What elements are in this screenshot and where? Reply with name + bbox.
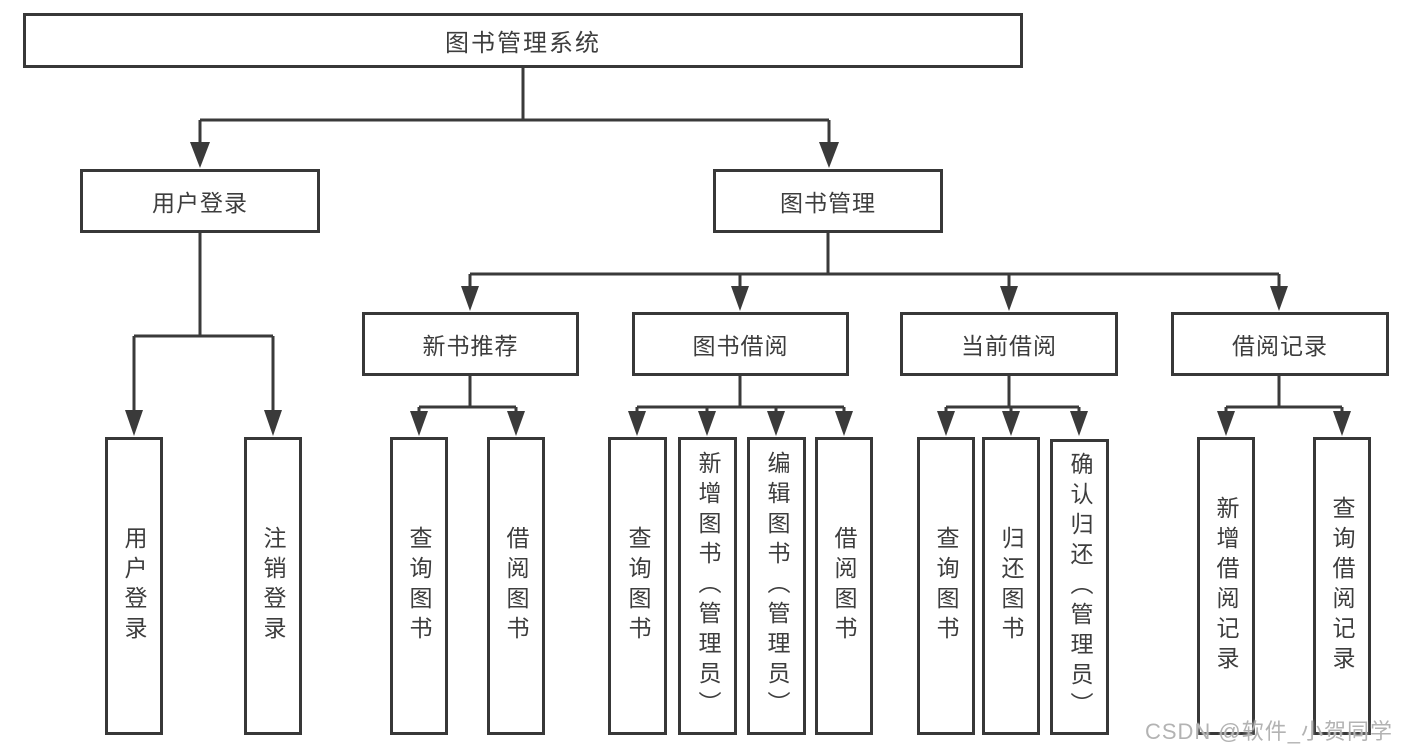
node-bb-add-books-admin: 新增图书（管理员） bbox=[678, 437, 737, 735]
connector-new-book-recommend-children bbox=[410, 376, 525, 436]
node-logout: 注销登录 bbox=[244, 437, 302, 735]
node-user-login-leaf: 用户登录 bbox=[105, 437, 163, 735]
connector-borrowing-records-children bbox=[1217, 376, 1351, 436]
node-new-book-recommend: 新书推荐 bbox=[362, 312, 579, 376]
node-br-add-record: 新增借阅记录 bbox=[1197, 437, 1255, 735]
node-cb-return-books: 归还图书 bbox=[982, 437, 1040, 735]
node-book-management: 图书管理 bbox=[713, 169, 943, 233]
connector-user-login-children bbox=[125, 233, 282, 436]
node-cb-query-books: 查询图书 bbox=[917, 437, 975, 735]
node-borrowing-records: 借阅记录 bbox=[1171, 312, 1389, 376]
node-user-login-branch: 用户登录 bbox=[80, 169, 320, 233]
connector-root-to-branches bbox=[190, 68, 839, 168]
node-bb-query-books: 查询图书 bbox=[608, 437, 667, 735]
connector-book-management-children bbox=[461, 233, 1288, 311]
connector-book-borrowing-children bbox=[628, 376, 853, 436]
connector-current-borrowing-children bbox=[937, 376, 1088, 436]
csdn-watermark: CSDN @软件_小贺同学 bbox=[1144, 719, 1393, 744]
node-current-borrowing: 当前借阅 bbox=[900, 312, 1118, 376]
node-nbr-borrow-books: 借阅图书 bbox=[487, 437, 545, 735]
node-br-query-record: 查询借阅记录 bbox=[1313, 437, 1371, 735]
node-nbr-query-books: 查询图书 bbox=[390, 437, 448, 735]
node-bb-edit-books-admin: 编辑图书（管理员） bbox=[747, 437, 806, 735]
node-cb-confirm-return-admin: 确认归还（管理员） bbox=[1050, 439, 1109, 735]
node-system-root: 图书管理系统 bbox=[23, 13, 1023, 68]
node-bb-borrow-books: 借阅图书 bbox=[815, 437, 873, 735]
node-book-borrowing: 图书借阅 bbox=[632, 312, 849, 376]
